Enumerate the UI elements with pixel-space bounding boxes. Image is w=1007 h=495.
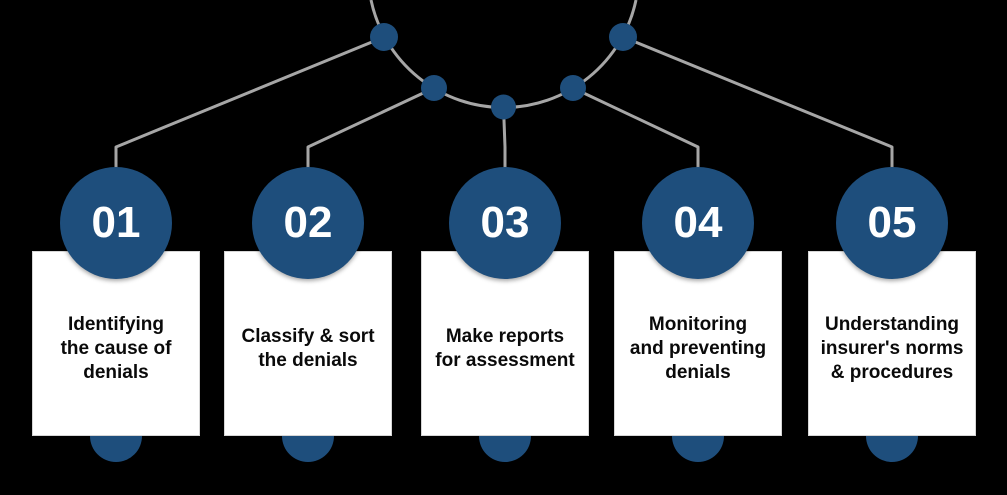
- step-label: Classify & sort the denials: [241, 325, 375, 371]
- step-number: 04: [673, 198, 723, 247]
- step-number-badge: 03: [449, 167, 561, 279]
- connector-dot-5: [609, 23, 637, 51]
- connector-branch-5: [622, 35, 894, 168]
- step-number: 01: [91, 198, 141, 247]
- step-card: Classify & sort the denials: [224, 251, 392, 436]
- connector-dot-3: [491, 94, 516, 120]
- step-label: Identifying the cause of denials: [60, 313, 172, 383]
- connector-arc: [369, 0, 638, 109]
- connector-dot-1: [370, 23, 398, 51]
- step-card: Monitoring and preventing denials: [614, 251, 782, 436]
- step-number-badge: 01: [60, 167, 172, 279]
- step-number-badge: 02: [252, 167, 364, 279]
- step-label: Monitoring and preventing denials: [629, 313, 767, 383]
- step-label: Understanding insurer's norms & procedur…: [820, 313, 964, 383]
- step-number: 02: [283, 198, 333, 247]
- step-card: Make reports for assessment: [421, 251, 589, 436]
- step-card: Identifying the cause of denials: [32, 251, 200, 436]
- step-number: 05: [867, 198, 917, 247]
- connector-branch-2: [306, 86, 435, 168]
- connector-branch-3: [502, 106, 507, 168]
- connector-branch-1: [114, 35, 385, 168]
- connector-dot-2: [421, 75, 447, 101]
- connector-dot-4: [560, 75, 586, 101]
- step-number-badge: 05: [836, 167, 948, 279]
- connector-branch-4: [572, 86, 700, 168]
- step-card: Understanding insurer's norms & procedur…: [808, 251, 976, 436]
- step-label: Make reports for assessment: [435, 325, 575, 371]
- step-number-badge: 04: [642, 167, 754, 279]
- step-number: 03: [480, 198, 530, 247]
